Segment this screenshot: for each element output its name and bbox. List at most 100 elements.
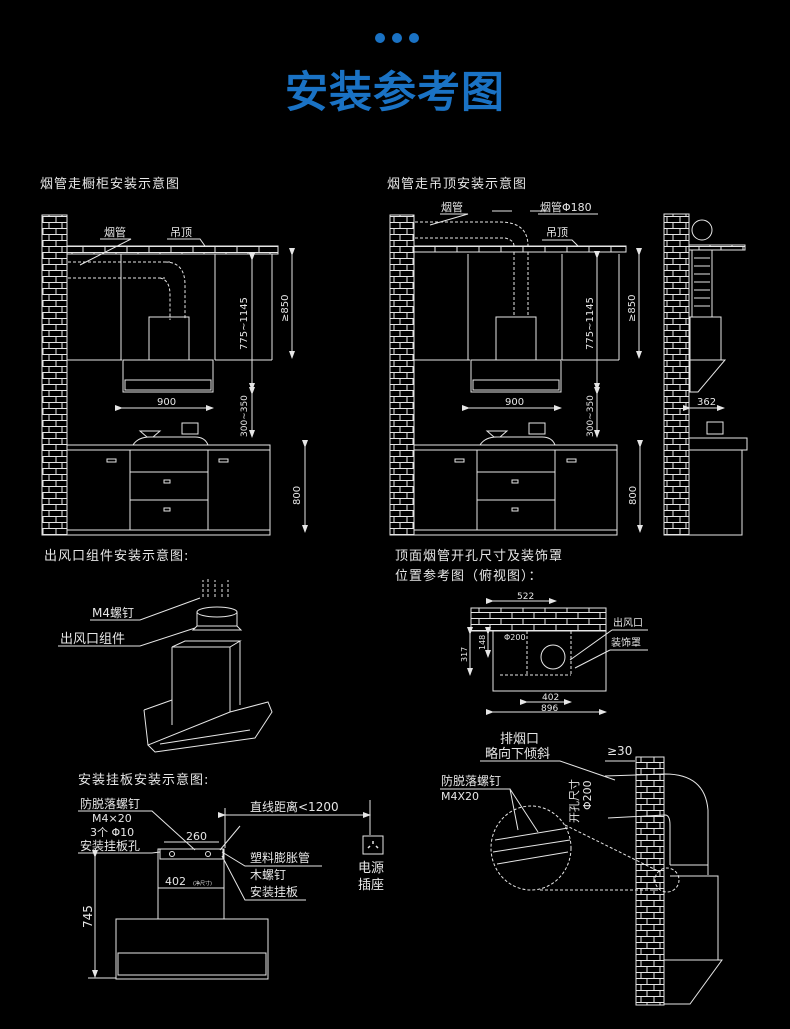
label-ceiling: 吊顶	[546, 226, 568, 239]
dim-775-1145: 775~1145	[585, 297, 596, 350]
label-screw-spec: M4×20	[92, 812, 132, 825]
caption-ceiling-route: 烟管走吊顶安装示意图	[387, 177, 528, 192]
base-cabinet	[413, 444, 618, 536]
label-ceiling: 吊顶	[170, 226, 192, 239]
label-duct-diameter: 烟管Φ180	[540, 200, 592, 214]
stove	[132, 436, 209, 446]
label-duct: 烟管	[441, 200, 463, 214]
base-cabinet	[66, 444, 271, 536]
handle	[511, 479, 519, 484]
wok	[485, 430, 509, 438]
label-hole-size-text: 开孔尺寸	[567, 779, 581, 823]
dim-overhang: ≥30	[607, 744, 632, 758]
leader-exhaust	[480, 760, 616, 781]
base-cabinet	[688, 449, 743, 536]
brick-wall	[635, 756, 665, 1006]
hood-panel	[472, 379, 560, 391]
cover-outline	[500, 631, 572, 676]
detail-target	[654, 867, 680, 893]
socket-icon	[362, 835, 384, 855]
pot	[706, 421, 724, 435]
ceiling-slab	[688, 244, 746, 251]
label-m4-screw: M4螺钉	[92, 606, 134, 620]
screw-arrows	[202, 578, 229, 597]
label-outlet: 出风口	[613, 616, 643, 629]
leader-lines	[79, 238, 206, 266]
label-cover: 装饰罩	[611, 636, 641, 649]
handle	[163, 507, 171, 512]
brick-wall-top	[470, 607, 607, 632]
pot	[528, 422, 546, 435]
caption-top-view-2: 位置参考图（俯视图）：	[395, 569, 543, 584]
handle	[106, 458, 117, 463]
caption-cabinet-route: 烟管走橱柜安装示意图	[40, 177, 181, 192]
hood-chimney	[171, 640, 242, 725]
label-outlet-assembly: 出风口组件	[60, 632, 125, 647]
duct-section	[691, 219, 713, 241]
duct-elbow	[499, 221, 529, 247]
handle	[566, 458, 577, 463]
label-hole: Φ200	[504, 633, 526, 642]
handle	[163, 479, 171, 484]
dim-522: 522	[517, 592, 534, 602]
wok	[138, 430, 162, 438]
detail-leaders	[540, 824, 661, 891]
outlet-ring	[196, 606, 238, 618]
dot	[392, 33, 402, 43]
label-plastic-anchor: 塑料膨胀管	[250, 850, 310, 865]
hood-body	[115, 918, 269, 980]
hood-chimney	[148, 316, 190, 361]
label-exhaust-2: 略向下倾斜	[485, 746, 550, 762]
dim-800: 800	[628, 486, 639, 505]
leader-lines	[58, 597, 201, 647]
diagram-outlet-assembly: M4螺钉 出风口组件	[58, 578, 273, 753]
hood-side	[664, 864, 723, 1005]
dot	[375, 33, 385, 43]
upper-cabinet	[414, 254, 620, 361]
decorative-dots	[375, 33, 419, 43]
duct-elbow	[159, 261, 186, 320]
hood-body	[122, 359, 214, 393]
duct-horizontal	[415, 221, 505, 239]
hood-chimney	[495, 316, 537, 361]
detail-plate	[492, 827, 571, 865]
plate-hole	[169, 851, 175, 857]
label-hole-size: Φ200	[581, 780, 594, 810]
diagram-side-view: 362	[663, 213, 748, 536]
label-wood-screw: 木螺钉	[250, 868, 286, 882]
dim-900: 900	[157, 397, 176, 408]
hood-panel	[124, 379, 212, 391]
duct-ribs	[694, 257, 710, 307]
diagram-cabinet-route: 775~1145 ≥850 900 300~350 800 烟管 吊顶	[41, 214, 308, 536]
pot	[181, 422, 199, 435]
label-duct: 烟管	[104, 225, 126, 239]
dim-800: 800	[292, 486, 303, 505]
dim-850: ≥850	[280, 295, 291, 322]
label-net-size: (净尺寸)	[193, 880, 212, 887]
ceiling-slab	[413, 245, 627, 253]
label-distance: 直线距离<1200	[250, 799, 339, 814]
label-screw-spec: M4X20	[441, 790, 479, 803]
hood-body	[470, 359, 562, 393]
counter-top	[688, 437, 748, 451]
socket-pins	[367, 841, 379, 849]
outlet-flange	[191, 612, 243, 631]
duct-vertical	[691, 249, 713, 318]
dim-148: 148	[478, 635, 487, 650]
dim-896: 896	[541, 704, 558, 714]
leader-lines	[78, 810, 196, 854]
cabinet-doors	[67, 449, 270, 531]
distance-guides	[219, 800, 371, 851]
leader-screws	[440, 788, 539, 833]
hood-body	[689, 359, 727, 393]
leader-lines	[569, 629, 648, 669]
upper-cabinet	[67, 254, 273, 361]
dim-402: 402	[165, 875, 186, 888]
label-anti-drop-screw: 防脱落螺钉	[80, 796, 140, 811]
handle	[218, 458, 229, 463]
dim-362: 362	[697, 397, 716, 408]
caption-top-view-1: 顶面烟管开孔尺寸及装饰罩	[395, 549, 564, 564]
handle	[454, 458, 465, 463]
dot	[409, 33, 419, 43]
